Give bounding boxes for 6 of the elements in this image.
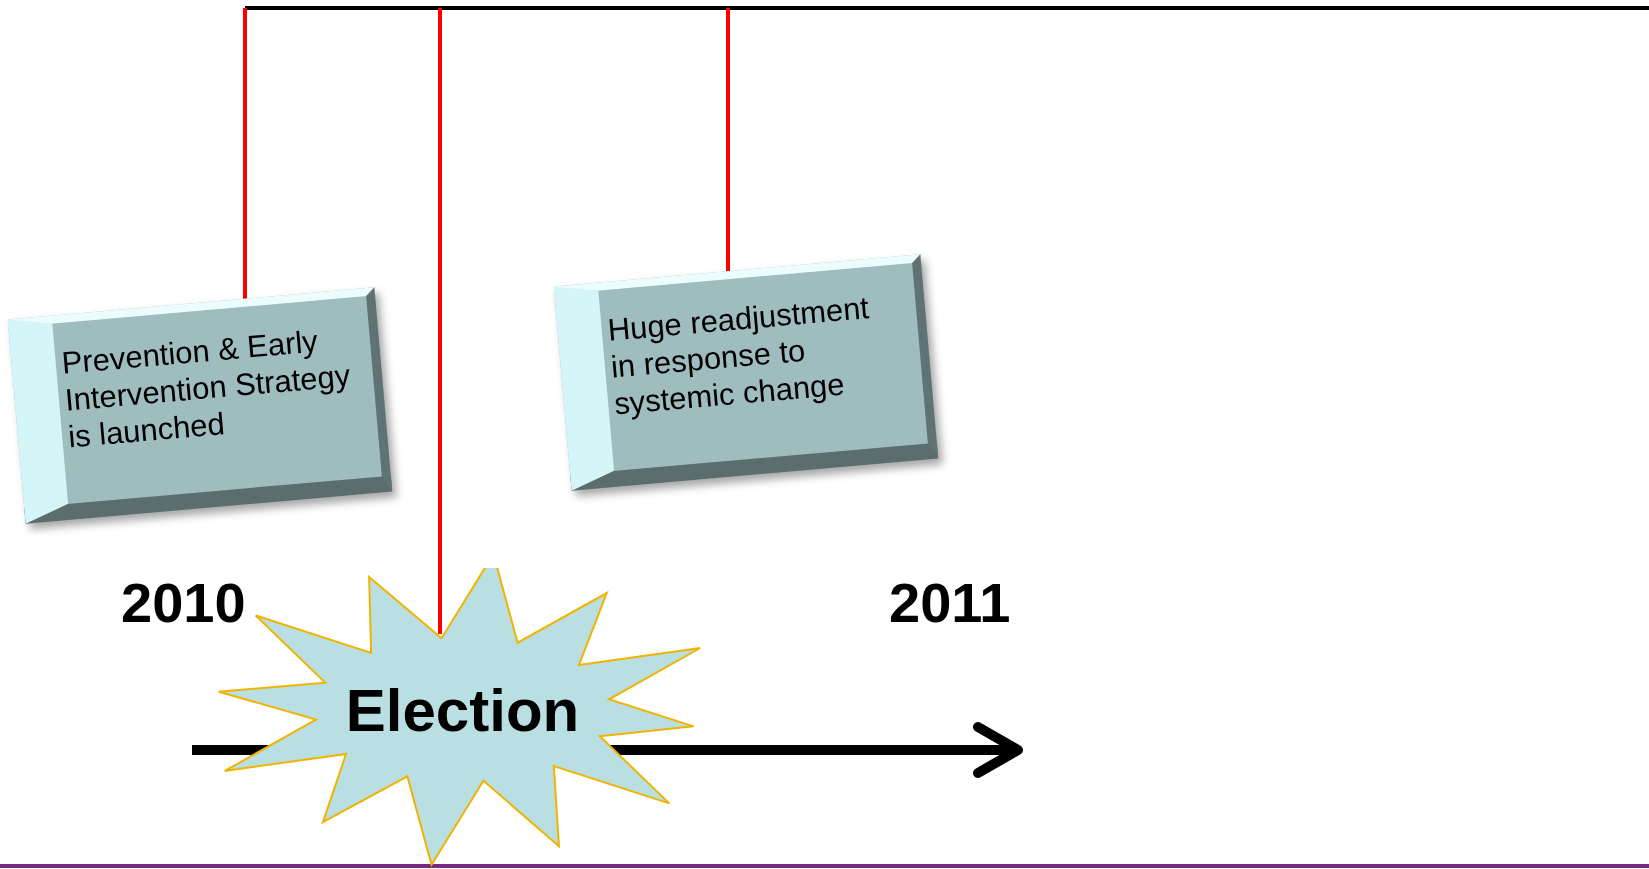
year-label: 2010 [121,570,246,635]
event-text: Huge readjustment in response to systemic change [606,288,872,423]
year-label: 2011 [889,570,1011,635]
leader-line [438,8,442,634]
event-text: Prevention & Early Intervention Strategy is launched [60,322,353,456]
event-label: Election [344,676,581,745]
